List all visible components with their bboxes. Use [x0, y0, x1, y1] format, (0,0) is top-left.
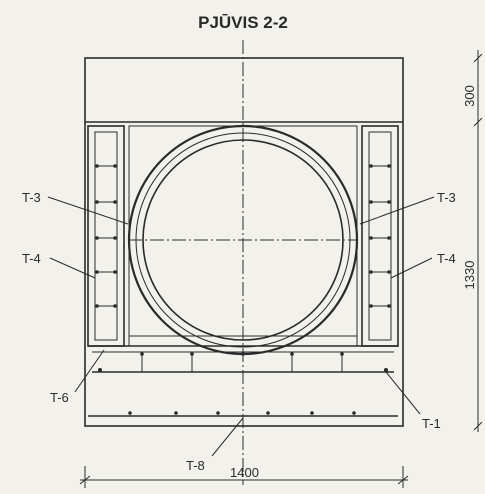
label-t1: T-1 — [422, 416, 441, 431]
label-t6: T-6 — [50, 390, 69, 405]
left-wall-rebar-dots — [95, 164, 117, 308]
drawing-title: PJŪVIS 2-2 — [198, 13, 288, 32]
left-wall-rebar-cage — [94, 131, 118, 341]
base-rebar-dots — [128, 411, 356, 415]
label-t3-left: T-3 — [22, 190, 41, 205]
leader-lines — [47, 196, 435, 457]
label-t4-left: T-4 — [22, 251, 41, 266]
label-t4-right: T-4 — [437, 251, 456, 266]
dimension-width — [79, 466, 409, 488]
right-wall-rebar-dots — [369, 164, 391, 308]
right-wall-stirrups — [369, 165, 391, 307]
dimension-right — [473, 50, 483, 432]
label-t8: T-8 — [186, 458, 205, 473]
label-t3-right: T-3 — [437, 190, 456, 205]
left-wall-stirrups — [95, 165, 117, 307]
right-wall — [361, 125, 399, 347]
dimension-right-label: 1330 — [462, 261, 477, 290]
left-wall — [87, 125, 125, 347]
right-wall-rebar-cage — [368, 131, 392, 341]
outer-outline — [84, 57, 404, 427]
dimension-top-label: 300 — [462, 85, 477, 107]
dimension-width-label: 1400 — [230, 465, 259, 480]
